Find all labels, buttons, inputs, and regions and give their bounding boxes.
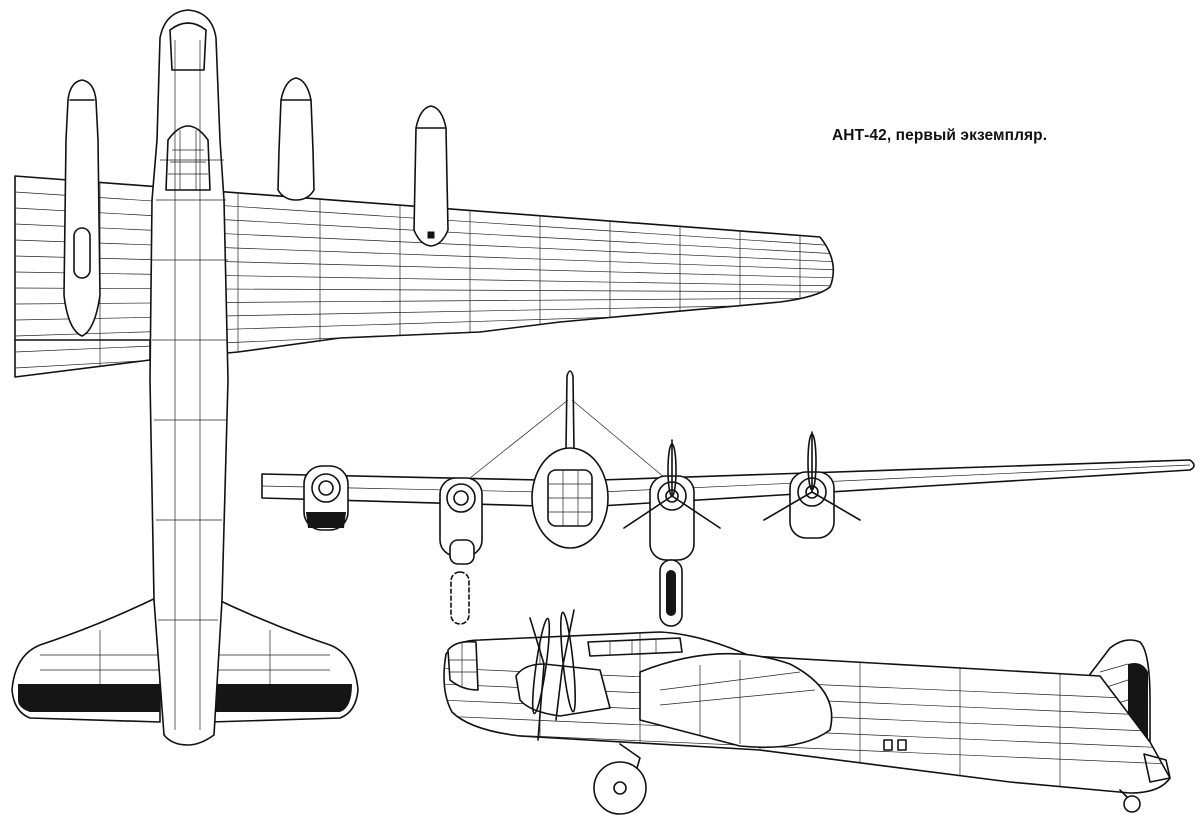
front-view-engine-nacelle [439, 477, 483, 625]
front-view-engine-nacelle [763, 431, 861, 539]
drawing-caption: АНТ-42, первый экземпляр. [832, 127, 1048, 144]
side-view-wing [639, 652, 833, 749]
side-view-main-gear [593, 743, 647, 815]
front-view [261, 370, 1195, 627]
side-view-engine-nacelle [515, 663, 611, 717]
side-view-tail-wheel [1119, 789, 1141, 813]
top-view-engine-nacelle [413, 105, 449, 247]
top-view-engine-nacelle [63, 79, 101, 337]
front-view-engine-nacelle [303, 465, 349, 531]
top-view-engine-nacelle [277, 77, 315, 201]
side-view [443, 609, 1171, 815]
top-view-fuselage [149, 9, 229, 746]
front-view-wing [261, 459, 1195, 507]
front-view-fin [565, 370, 575, 451]
top-view [11, 9, 835, 746]
front-view-engine-nacelle [623, 439, 721, 627]
